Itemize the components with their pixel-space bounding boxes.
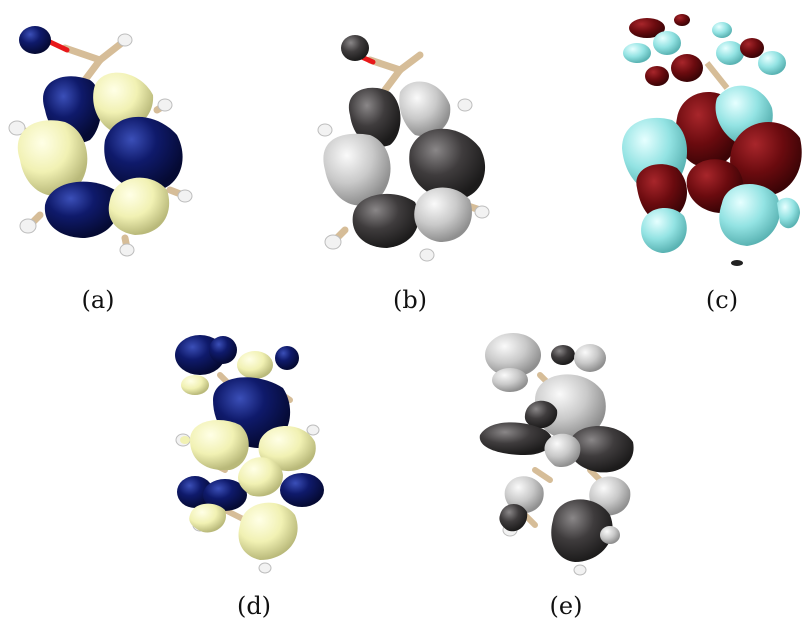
caption-a: (a) [81,286,115,314]
caption-b: (b) [392,286,428,314]
panel-a [5,10,205,270]
caption-c: (c) [705,286,739,314]
panel-e [475,330,655,580]
panel-d [165,320,345,580]
panel-b [315,20,515,270]
panel-c [612,8,802,270]
caption-e: (e) [549,592,583,620]
orbital-image-b [317,35,490,262]
caption-d: (d) [236,592,272,620]
orbital-image-d [175,335,324,574]
orbital-image-e [479,333,634,576]
orbital-image-c [622,14,802,266]
orbital-image-a [8,26,193,257]
